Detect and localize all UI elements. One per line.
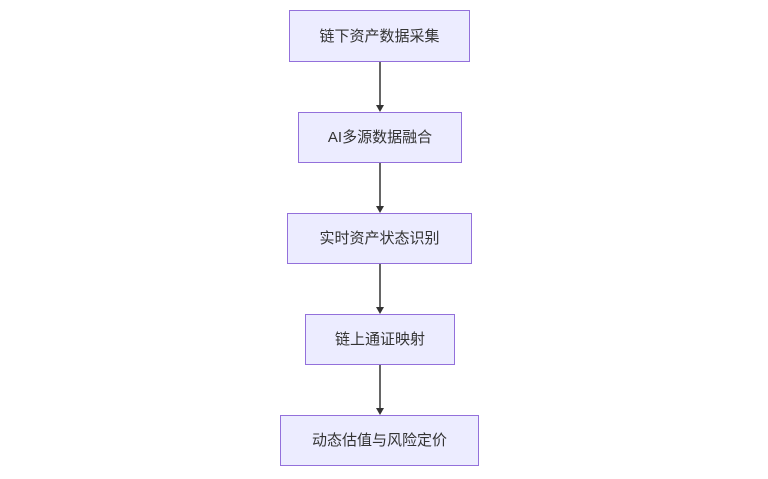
flow-node-label: 链下资产数据采集 <box>319 27 440 45</box>
flow-node-realtime-asset-state: 实时资产状态识别 <box>287 213 472 264</box>
arrowhead-down-icon <box>376 105 384 112</box>
edge-line <box>379 62 381 106</box>
arrowhead-down-icon <box>376 408 384 415</box>
flow-node-label: 动态估值与风险定价 <box>311 432 447 449</box>
flow-node-offchain-data-collection: 链下资产数据采集 <box>289 10 470 62</box>
flow-node-onchain-token-mapping: 链上通证映射 <box>305 314 455 365</box>
edge-line <box>379 264 381 308</box>
edge-line <box>379 163 381 207</box>
edge-line <box>379 365 381 409</box>
flow-node-label: AI多源数据融合 <box>327 129 433 146</box>
flow-node-dynamic-valuation-risk-pricing: 动态估值与风险定价 <box>280 415 479 466</box>
flow-node-label: 链上通证映射 <box>334 331 425 348</box>
flow-node-label: 实时资产状态识别 <box>319 230 440 247</box>
flow-node-ai-data-fusion: AI多源数据融合 <box>298 112 462 163</box>
arrowhead-down-icon <box>376 206 384 213</box>
arrowhead-down-icon <box>376 307 384 314</box>
